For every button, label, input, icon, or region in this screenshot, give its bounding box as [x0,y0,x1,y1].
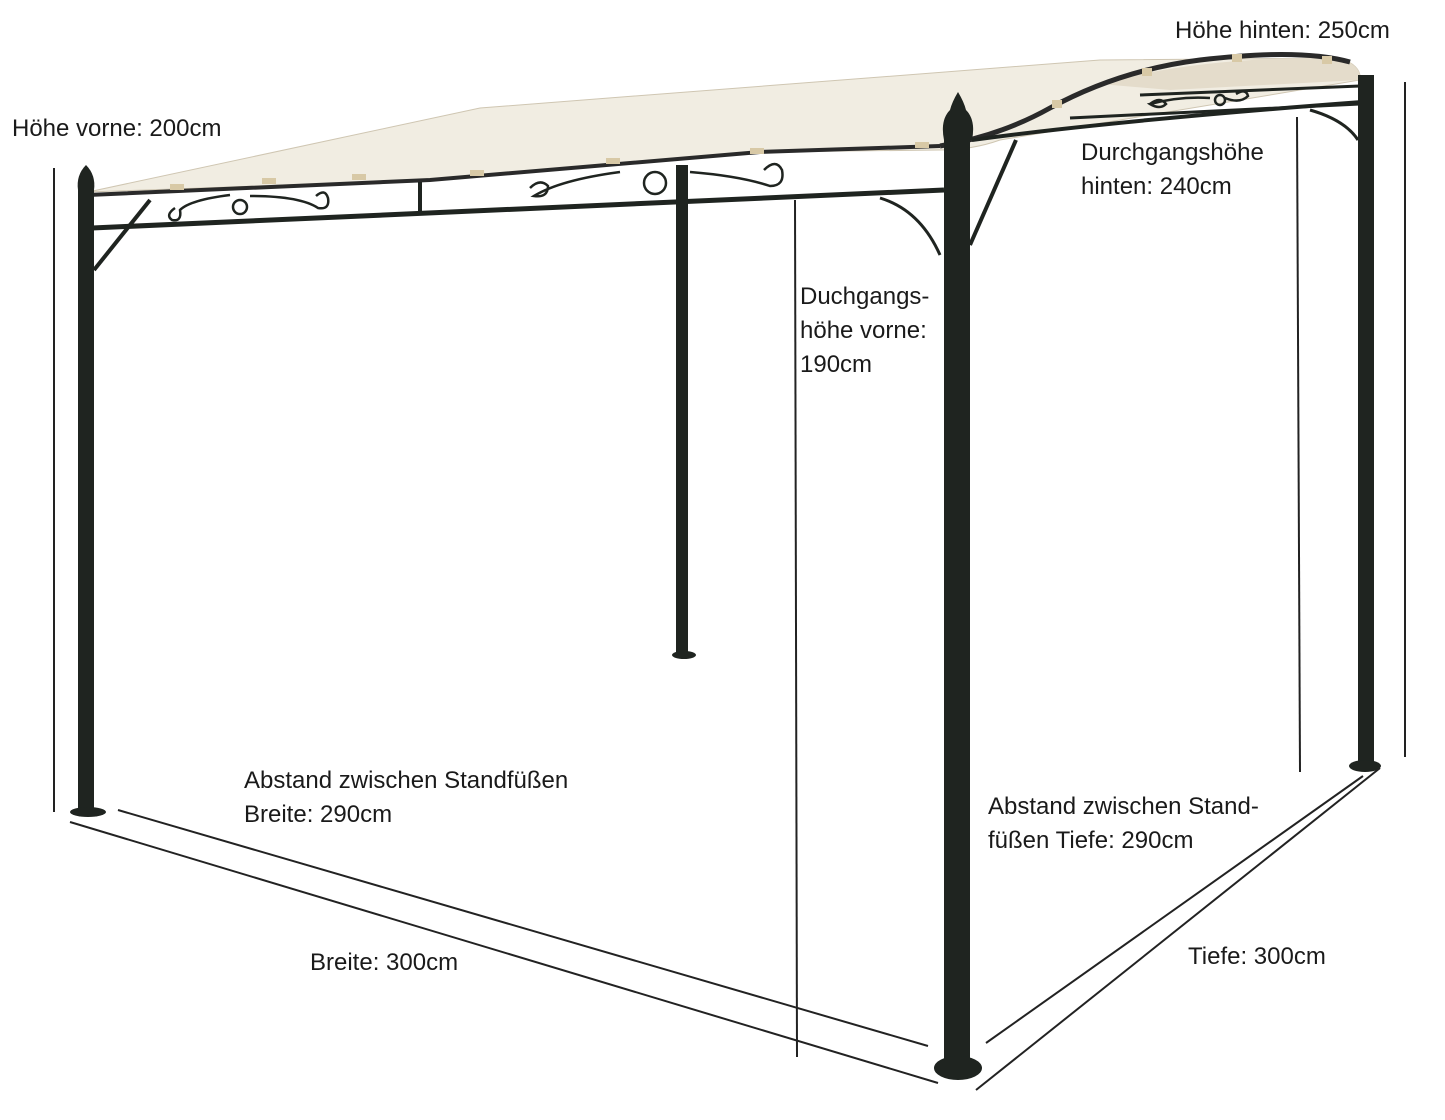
label-foot-distance-width-line-2: Breite: 290cm [244,801,393,828]
label-foot-distance-width: Abstand zwischen Standfüßen Breite: 290c… [244,764,568,832]
label-width: Breite: 300cm [310,949,459,976]
foot-distance-width-line [117,809,929,1047]
clearance-back-dimension [1296,116,1301,773]
posts [70,75,1381,1080]
label-clearance-front-line-2: höhe vorne: [800,317,927,344]
label-height-back: Höhe hinten: 250cm [1175,17,1390,44]
clearance-front-dimension [794,199,798,1058]
label-foot-distance-depth-line-2: füßen Tiefe: 290cm [988,827,1194,854]
label-foot-distance-depth: Abstand zwischen Stand- füßen Tiefe: 290… [988,790,1259,858]
frame [91,84,1363,272]
width-line [69,821,939,1084]
label-clearance-back-line-2: hinten: 240cm [1081,173,1232,200]
label-foot-distance-width-line-1: Abstand zwischen Standfüßen [244,767,569,794]
label-foot-distance-depth-line-1: Abstand zwischen Stand- [988,793,1259,820]
label-clearance-front-line-1: Duchgangs- [800,283,930,310]
dimension-lines [53,82,1406,1091]
label-height-front: Höhe vorne: 200cm [12,115,222,142]
label-clearance-back-line-1: Durchgangshöhe [1081,139,1264,166]
label-clearance-front-line-3: 190cm [800,351,873,378]
canopy [87,51,1361,197]
label-clearance-back: Durchgangshöhe hinten: 240cm [1081,136,1264,204]
depth-line [975,767,1381,1091]
label-clearance-front: Duchgangs- höhe vorne: 190cm [800,280,929,382]
foot-distance-depth-line [985,775,1364,1044]
label-depth: Tiefe: 300cm [1188,943,1326,970]
